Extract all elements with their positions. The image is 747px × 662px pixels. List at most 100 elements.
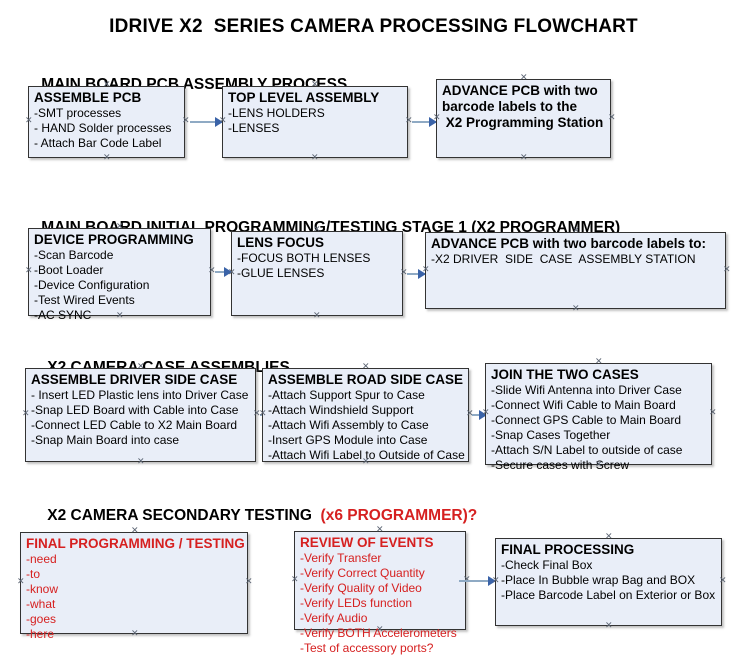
connection-handle-bottom[interactable] [311,155,318,162]
box-review-of-events[interactable]: REVIEW OF EVENTS -Verify Transfer -Verif… [294,531,466,655]
box-header: LENS FOCUS [237,235,325,250]
connection-handle-left[interactable] [482,410,489,417]
box-line: -need [26,552,57,566]
connection-handle-bottom[interactable] [103,155,110,162]
box-header: JOIN THE TWO CASES [491,367,639,382]
connection-handle-top[interactable] [520,75,527,82]
connection-handle-left[interactable] [259,411,266,418]
arrow-shaft [407,273,425,275]
box-final-programming-testing[interactable]: FINAL PROGRAMMING / TESTING -need -to -k… [20,532,248,641]
box-header: ASSEMBLE DRIVER SIDE CASE [31,372,238,387]
connection-handle-bottom[interactable] [313,313,320,320]
connection-handle-left[interactable] [25,268,32,275]
box-line: -Place Barcode Label on Exterior or Box [501,588,716,602]
connection-handle-right[interactable] [208,268,215,275]
box-assemble-driver-side-case[interactable]: ASSEMBLE DRIVER SIDE CASE - Insert LED P… [25,368,256,462]
connection-handle-bottom[interactable] [137,459,144,466]
box-line: -Slide Wifi Antenna into Driver Case [491,383,682,397]
connection-handle-top[interactable] [311,82,318,89]
box-line: -SMT processes [34,106,122,120]
connection-handle-bottom[interactable] [362,459,369,466]
connection-handle-top[interactable] [103,82,110,89]
connection-handle-bottom[interactable] [595,462,602,469]
connection-handle-right[interactable] [709,410,716,417]
box-line: - HAND Solder processes [34,121,172,135]
box-line: - Attach Bar Code Label [34,136,162,150]
box-line: -Snap Main Board into case [31,433,180,447]
box-device-programming[interactable]: DEVICE PROGRAMMING -Scan Barcode -Boot L… [28,228,211,322]
connection-handle-top[interactable] [376,527,383,534]
connection-handle-left[interactable] [25,118,32,125]
connection-handle-top[interactable] [131,528,138,535]
box-advance-pcb-driver-side[interactable]: ADVANCE PCB with two barcode labels to: … [425,232,726,309]
box-line-overflow: -Test of accessory ports? [300,641,434,655]
connection-handle-top[interactable] [313,227,320,234]
box-header: ASSEMBLE PCB [34,90,142,105]
connection-handle-bottom[interactable] [520,155,527,162]
box-line: -LENSES [228,121,280,135]
connection-handle-left[interactable] [22,411,29,418]
connection-handle-top[interactable] [595,359,602,366]
connection-handle-left[interactable] [228,270,235,277]
box-line: -Verify LEDs function [300,596,413,610]
section-heading-accent: (x6 PROGRAMMER)? [320,507,478,524]
connection-handle-bottom[interactable] [116,313,123,320]
connection-handle-right[interactable] [182,118,189,125]
arrow-shaft [215,271,231,273]
box-top-level-assembly[interactable]: TOP LEVEL ASSEMBLY -LENS HOLDERS -LENSES [222,86,408,158]
connection-handle-right[interactable] [405,118,412,125]
box-line: -what [26,597,56,611]
connection-handle-right[interactable] [400,270,407,277]
connection-handle-top[interactable] [116,224,123,231]
connection-handle-left[interactable] [422,267,429,274]
connection-handle-left[interactable] [219,118,226,125]
connection-handle-top[interactable] [362,364,369,371]
box-line: -Check Final Box [501,558,593,572]
arrow-review-of-events-to-final-processing [459,576,496,586]
box-line: -here [26,627,55,641]
box-line: -Test Wired Events [34,293,135,307]
connection-handle-bottom[interactable] [572,306,579,313]
box-line: -goes [26,612,57,626]
connection-handle-bottom[interactable] [376,627,383,634]
box-lens-focus[interactable]: LENS FOCUS -FOCUS BOTH LENSES -GLUE LENS… [231,231,403,316]
arrow-shaft [190,121,222,123]
connection-handle-top[interactable] [605,534,612,541]
connection-handle-left[interactable] [492,578,499,585]
connection-handle-right[interactable] [723,267,730,274]
box-line: -Connect LED Cable to X2 Main Board [31,418,238,432]
box-line: -Verify Correct Quantity [300,566,425,580]
box-line: -X2 DRIVER SIDE CASE ASSEMBLY STATION [431,252,696,266]
box-line: -Device Configuration [34,278,150,292]
arrow-assemble-pcb-to-top-level-assembly [190,117,223,127]
box-line: -Verify Audio [300,611,368,625]
box-advance-pcb-programming-station[interactable]: ADVANCE PCB with two barcode labels to t… [436,79,611,158]
connection-handle-left[interactable] [433,115,440,122]
box-line: -FOCUS BOTH LENSES [237,251,371,265]
box-line: -Insert GPS Module into Case [268,433,428,447]
box-header: REVIEW OF EVENTS [300,535,434,550]
box-line: -LENS HOLDERS [228,106,325,120]
box-header: ADVANCE PCB with two barcode labels to: [431,236,707,251]
box-assemble-road-side-case[interactable]: ASSEMBLE ROAD SIDE CASE -Attach Support … [262,368,469,462]
box-final-processing[interactable]: FINAL PROCESSING -Check Final Box -Place… [495,538,722,626]
box-line: -AC SYNC [34,308,92,322]
connection-handle-right[interactable] [245,579,252,586]
box-line: -know [26,582,59,596]
connection-handle-left[interactable] [17,579,24,586]
box-line: -Connect Wifi Cable to Main Board [491,398,676,412]
box-line: -Secure cases with Screw [491,458,630,472]
connection-handle-right[interactable] [608,115,615,122]
connection-handle-bottom[interactable] [605,623,612,630]
box-join-the-two-cases[interactable]: JOIN THE TWO CASES -Slide Wifi Antenna i… [485,363,712,472]
box-header: FINAL PROCESSING [501,542,635,557]
connection-handle-left[interactable] [291,577,298,584]
connection-handle-bottom[interactable] [131,631,138,638]
box-line: -Connect GPS Cable to Main Board [491,413,682,427]
box-line: -Attach Wifi Label to Outside of Case [268,448,465,462]
connection-handle-top[interactable] [572,228,579,235]
connection-handle-top[interactable] [137,364,144,371]
box-header: TOP LEVEL ASSEMBLY [228,90,380,105]
box-assemble-pcb[interactable]: ASSEMBLE PCB -SMT processes - HAND Solde… [28,86,185,158]
connection-handle-right[interactable] [719,578,726,585]
